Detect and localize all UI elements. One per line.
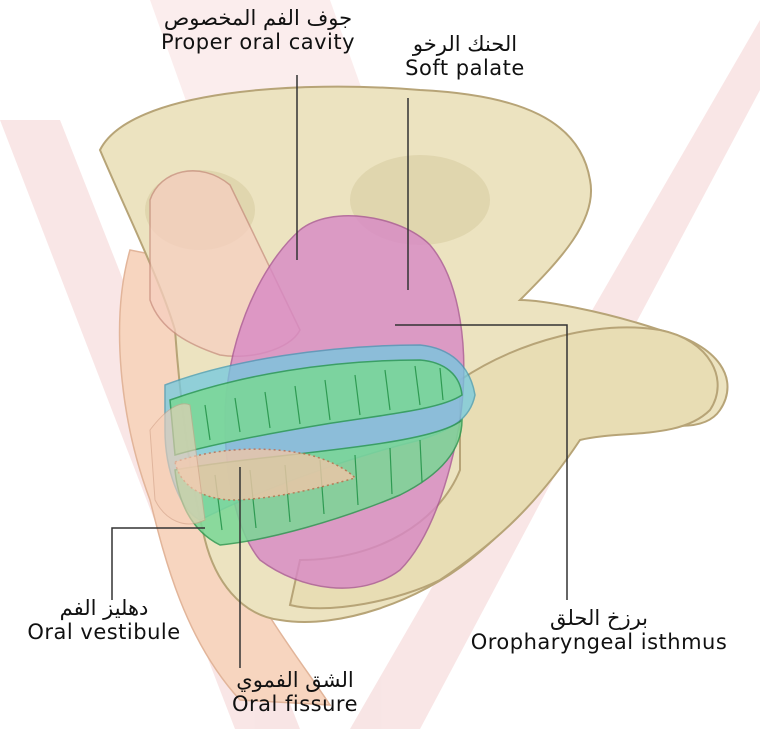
label-oropharyngeal-isthmus: برزخ الحلق Oropharyngeal isthmus	[440, 606, 758, 654]
label-oropharyngeal-isthmus-en: Oropharyngeal isthmus	[440, 630, 758, 654]
label-proper-oral-cavity: جوف الفم المخصوص Proper oral cavity	[118, 6, 398, 54]
label-oropharyngeal-isthmus-ar: برزخ الحلق	[440, 606, 758, 630]
label-oral-vestibule-en: Oral vestibule	[4, 620, 204, 644]
label-soft-palate: الحنك الرخو Soft palate	[385, 32, 545, 80]
label-oral-vestibule-ar: دهليز الفم	[4, 596, 204, 620]
label-proper-oral-cavity-en: Proper oral cavity	[118, 30, 398, 54]
label-oral-fissure: الشق الفموي Oral fissure	[200, 668, 390, 716]
label-proper-oral-cavity-ar: جوف الفم المخصوص	[118, 6, 398, 30]
label-oral-fissure-en: Oral fissure	[200, 692, 390, 716]
label-oral-fissure-ar: الشق الفموي	[200, 668, 390, 692]
label-soft-palate-en: Soft palate	[385, 56, 545, 80]
label-oral-vestibule: دهليز الفم Oral vestibule	[4, 596, 204, 644]
label-soft-palate-ar: الحنك الرخو	[385, 32, 545, 56]
